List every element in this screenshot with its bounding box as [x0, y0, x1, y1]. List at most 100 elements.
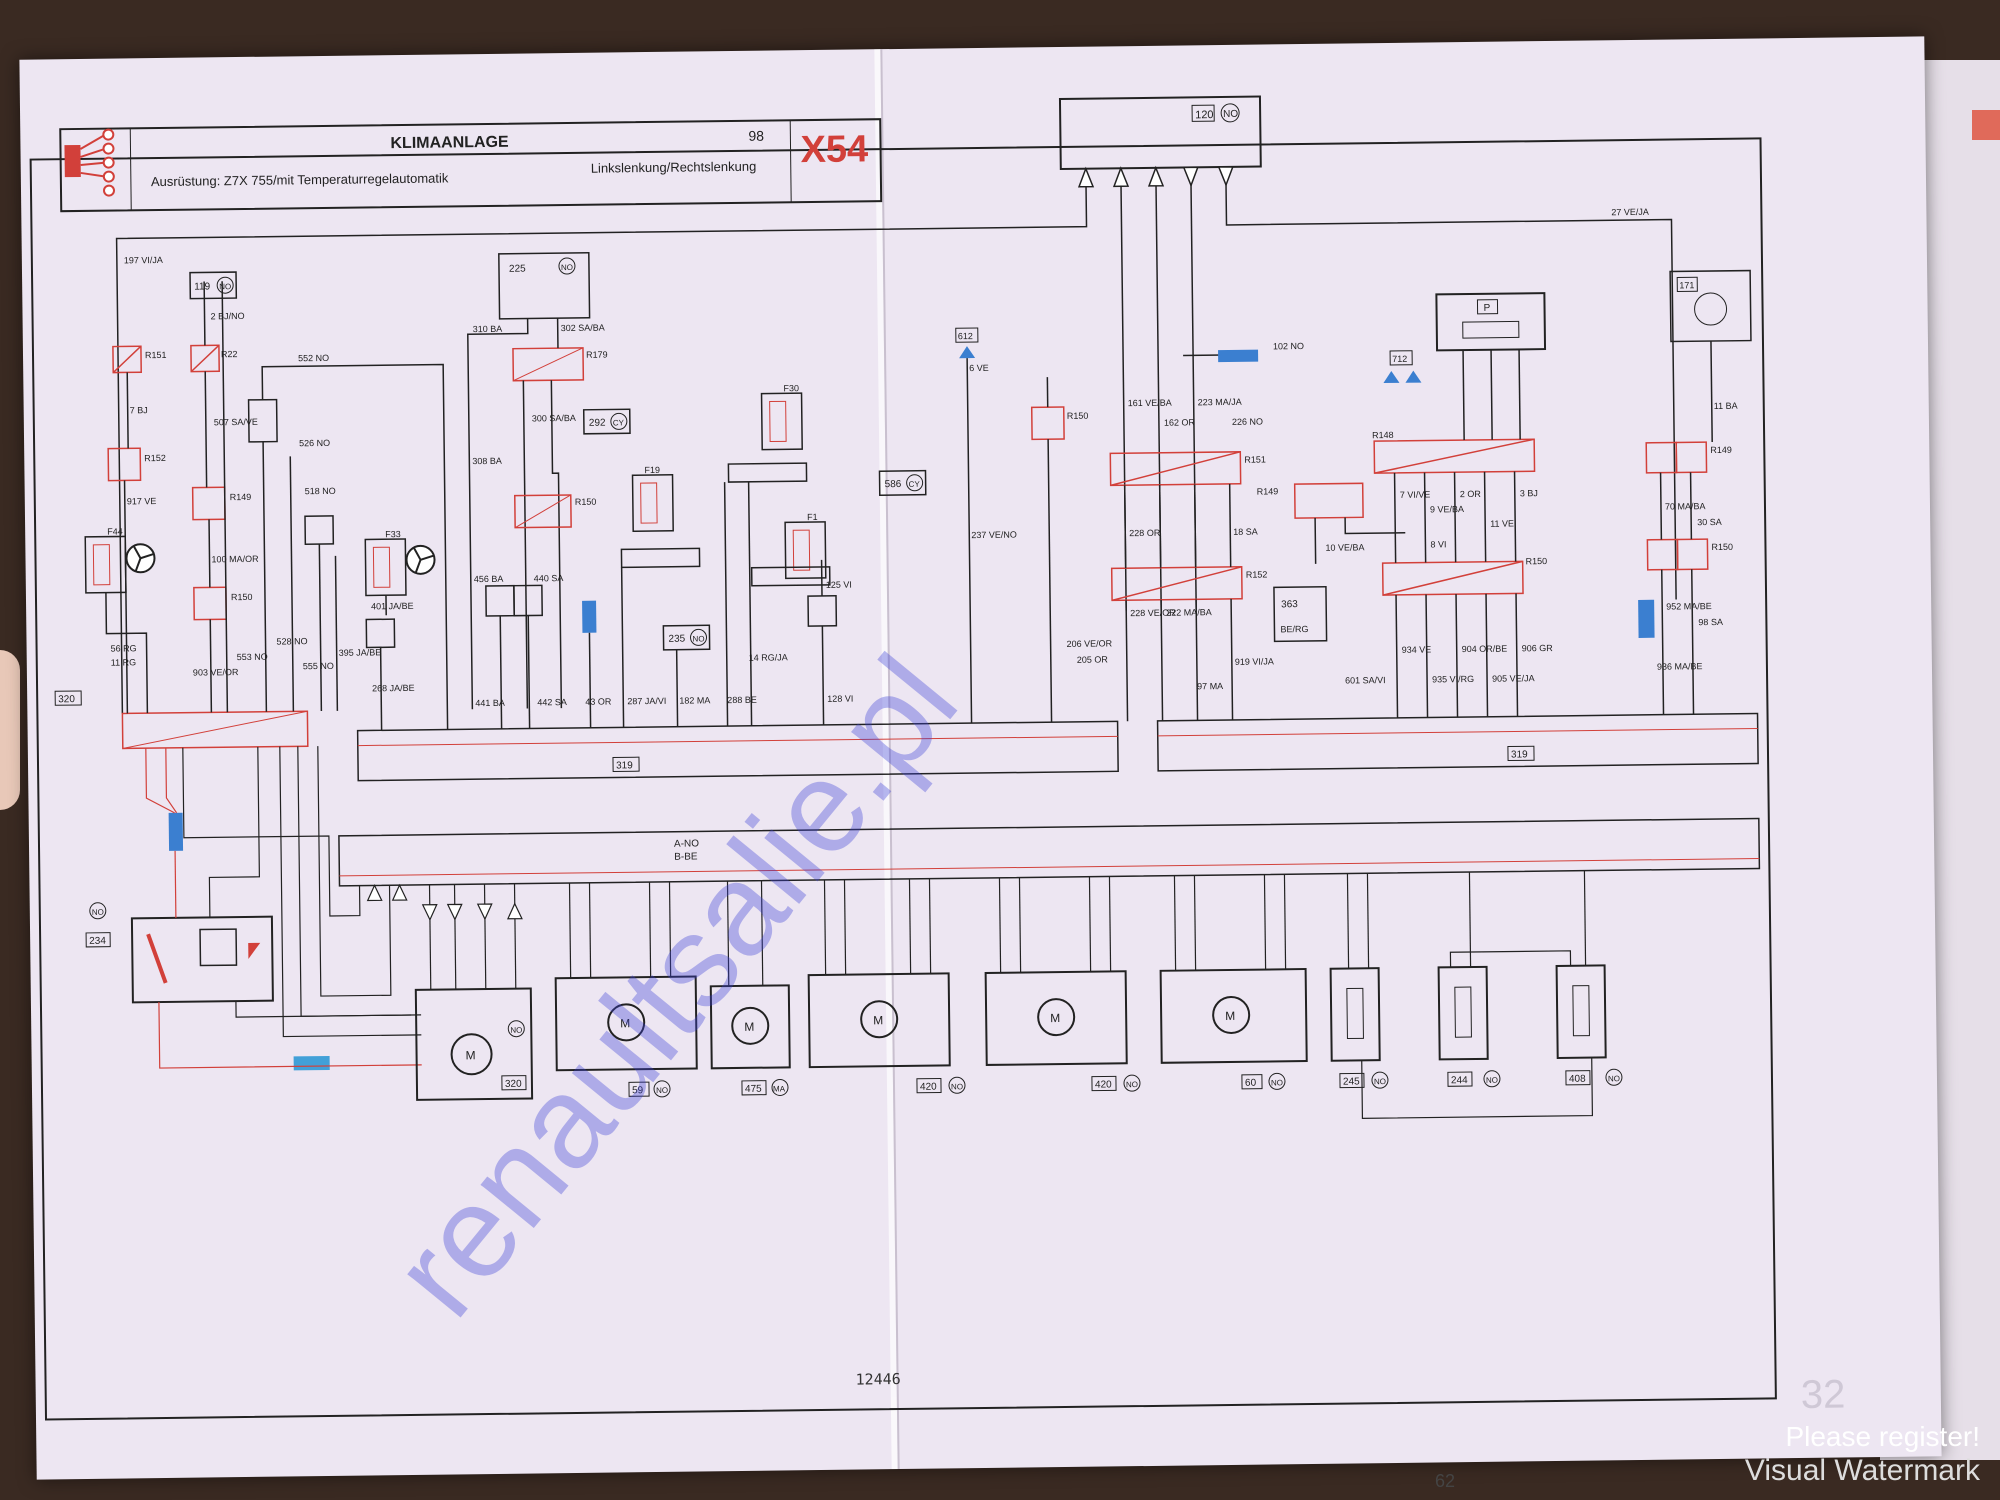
relay-r150-mid: R150	[514, 494, 597, 529]
svg-text:310 BA: 310 BA	[473, 324, 503, 334]
watermark-line-2: Visual Watermark	[1744, 1454, 1980, 1487]
svg-text:8 VI: 8 VI	[1430, 539, 1446, 549]
svg-text:2 BJ/NO: 2 BJ/NO	[210, 311, 244, 321]
motor-320: M 320 NO	[414, 987, 534, 1101]
svg-text:6 VE: 6 VE	[969, 363, 989, 373]
svg-text:F33: F33	[385, 529, 401, 539]
svg-text:205 OR: 205 OR	[1077, 654, 1109, 664]
svg-text:NO: NO	[561, 263, 573, 272]
component-225: 225 NO R179	[498, 251, 608, 382]
svg-text:R152: R152	[144, 453, 166, 463]
svg-text:936 MA/BE: 936 MA/BE	[1657, 661, 1703, 672]
svg-text:BE/RG: BE/RG	[1280, 624, 1308, 634]
svg-text:268 JA/BE: 268 JA/BE	[372, 683, 415, 694]
svg-text:R151: R151	[1244, 454, 1266, 464]
svg-text:526 NO: 526 NO	[299, 438, 330, 448]
svg-text:906 GR: 906 GR	[1522, 643, 1554, 653]
svg-text:225: 225	[509, 264, 526, 275]
svg-text:F1: F1	[807, 512, 818, 522]
svg-text:234: 234	[89, 936, 106, 947]
svg-text:161 VE/BA: 161 VE/BA	[1128, 398, 1172, 409]
svg-text:125 VI: 125 VI	[826, 580, 852, 590]
svg-text:A-NO: A-NO	[674, 838, 699, 849]
svg-text:903 VE/OR: 903 VE/OR	[193, 667, 239, 678]
svg-text:M: M	[1225, 1009, 1235, 1023]
sensor-245: 245 NO	[1329, 967, 1389, 1089]
svg-text:F19: F19	[644, 465, 660, 475]
svg-text:300 SA/BA: 300 SA/BA	[532, 413, 576, 424]
svg-text:102 NO: 102 NO	[1273, 341, 1304, 351]
component-586: 586 CY	[878, 469, 927, 496]
svg-text:235: 235	[668, 634, 685, 645]
svg-text:408: 408	[1569, 1074, 1586, 1085]
diagram-title: KLIMAANLAGE	[390, 134, 509, 152]
component-235: 235 NO	[662, 624, 711, 651]
svg-text:18 SA: 18 SA	[1233, 527, 1258, 537]
svg-text:228 VE/OR: 228 VE/OR	[1130, 608, 1176, 619]
svg-text:M: M	[1050, 1011, 1060, 1025]
svg-text:R150: R150	[1711, 542, 1733, 552]
svg-text:NO: NO	[1271, 1078, 1283, 1087]
motor-59: M 59 NO	[554, 975, 698, 1098]
svg-text:9 VE/BA: 9 VE/BA	[1430, 504, 1464, 514]
svg-text:M: M	[466, 1048, 476, 1062]
svg-text:553 NO: 553 NO	[237, 652, 268, 662]
page-number: 62	[1435, 1471, 1456, 1491]
svg-text:226 NO: 226 NO	[1232, 417, 1263, 427]
svg-text:10 VE/BA: 10 VE/BA	[1325, 542, 1364, 552]
svg-text:NO: NO	[951, 1082, 963, 1091]
svg-text:302 SA/BA: 302 SA/BA	[561, 323, 605, 334]
svg-text:R149: R149	[230, 492, 252, 502]
svg-text:440 SA: 440 SA	[534, 573, 564, 583]
svg-text:R179: R179	[586, 350, 608, 360]
svg-text:601 SA/VI: 601 SA/VI	[1345, 675, 1386, 685]
svg-text:NO: NO	[656, 1086, 668, 1095]
svg-text:288 BE: 288 BE	[727, 695, 757, 705]
svg-text:206 VE/OR: 206 VE/OR	[1067, 638, 1113, 649]
svg-text:222 MA/BA: 222 MA/BA	[1166, 607, 1212, 618]
fuse-f33: F33	[364, 529, 407, 597]
svg-text:171: 171	[1679, 280, 1694, 290]
svg-text:R150: R150	[1526, 556, 1548, 566]
svg-text:CY: CY	[613, 418, 625, 427]
visual-watermark: Please register! Visual Watermark	[1745, 1420, 1980, 1488]
svg-text:586: 586	[885, 479, 902, 490]
svg-text:60: 60	[1245, 1078, 1257, 1089]
component-171: 171	[1669, 269, 1752, 343]
svg-text:70 MA/BA: 70 MA/BA	[1665, 501, 1706, 511]
svg-text:F30: F30	[783, 383, 799, 393]
diagram-frame	[29, 137, 1777, 1421]
svg-text:NO: NO	[510, 1026, 522, 1035]
svg-text:237 VE/NO: 237 VE/NO	[971, 530, 1017, 541]
steering-note: Linkslenkung/Rechtslenkung	[591, 159, 757, 176]
svg-text:98 SA: 98 SA	[1698, 617, 1723, 627]
svg-text:R149: R149	[1257, 486, 1279, 496]
corner-page-number: 32	[1801, 1372, 1846, 1417]
svg-text:528 NO: 528 NO	[276, 636, 307, 646]
svg-text:3 BJ: 3 BJ	[1520, 488, 1538, 498]
svg-text:56 RG: 56 RG	[111, 643, 137, 653]
svg-text:R150: R150	[575, 497, 597, 507]
svg-text:934 VE: 934 VE	[1402, 644, 1432, 654]
svg-text:R22: R22	[221, 349, 238, 359]
svg-text:320: 320	[58, 694, 75, 705]
svg-text:100 MA/OR: 100 MA/OR	[211, 554, 259, 565]
svg-text:244: 244	[1451, 1075, 1468, 1086]
svg-text:420: 420	[1095, 1079, 1112, 1090]
svg-text:442 SA: 442 SA	[537, 697, 567, 707]
svg-text:11 VE: 11 VE	[1490, 518, 1514, 528]
svg-text:43 OR: 43 OR	[585, 697, 612, 707]
svg-text:NO: NO	[692, 634, 704, 643]
fuse-f1: F1	[784, 512, 827, 580]
motor-420-b: M 420 NO	[984, 970, 1141, 1092]
page-ref: 98	[748, 128, 764, 144]
svg-text:7 VI/VE: 7 VI/VE	[1400, 489, 1431, 499]
svg-text:712: 712	[1392, 354, 1407, 364]
component-712: 712	[1383, 350, 1422, 384]
svg-text:R149: R149	[1710, 445, 1732, 455]
svg-text:R151: R151	[145, 350, 167, 360]
svg-text:401 JA/BE: 401 JA/BE	[371, 601, 414, 612]
fuse-f30: F30	[760, 383, 803, 451]
svg-text:NO: NO	[1126, 1080, 1138, 1089]
svg-text:CY: CY	[909, 480, 921, 489]
